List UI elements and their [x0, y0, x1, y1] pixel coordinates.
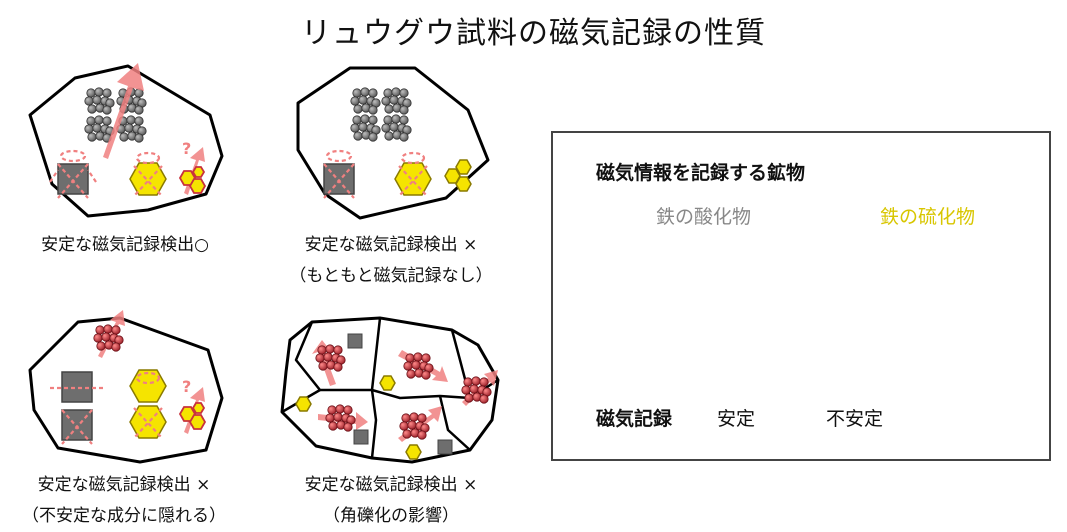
sulfide-hexagon [129, 369, 167, 403]
small-sulfide-hexagon [455, 159, 472, 175]
caption-line: 安定な磁気記録検出 × [304, 235, 478, 255]
legend-oxide-label: 鉄の酸化物 [656, 206, 752, 228]
caption-line: （不安定な成分に隠れる） [22, 506, 226, 526]
panel-3-grain [28, 310, 224, 464]
caption-line: （角礫化の影響） [323, 506, 459, 526]
small-sulfide-hexagon [444, 168, 461, 184]
panel-4-grain [280, 316, 500, 464]
legend-box [551, 131, 1051, 461]
panel-1-grain [28, 63, 224, 218]
panel-1-caption: 安定な磁気記録検出○ [10, 230, 240, 255]
diagram-title: リュウグウ試料の磁気記録の性質 [301, 16, 766, 51]
small-sulfide-hexagon [455, 176, 472, 192]
question-mark: ? [182, 377, 191, 396]
legend-magnetic-record-label: 磁気記録 [596, 408, 673, 430]
red-framboid-cluster [93, 324, 124, 352]
caption-line: 安定な磁気記録検出 × [37, 475, 211, 495]
small-sulfide-hexagon [188, 414, 207, 430]
oxide-square [323, 163, 355, 195]
oxide-square [353, 429, 369, 445]
unstable-mark-icon [398, 151, 428, 197]
unstable-mark-icon [50, 386, 104, 445]
unstable-mark-icon [133, 151, 163, 197]
panel-3-caption: 安定な磁気記録検出 × （不安定な成分に隠れる） [4, 470, 244, 526]
legend-sulfide-label: 鉄の硫化物 [880, 206, 976, 228]
legend-unstable-label: 不安定 [826, 408, 884, 430]
small-sulfide-hexagon [405, 444, 422, 460]
oxide-square [57, 163, 89, 195]
unstable-mark-icon [133, 371, 163, 439]
small-sulfide-hexagon [191, 402, 206, 414]
stable-arrow-icon [103, 63, 144, 159]
oxide-square [347, 333, 363, 349]
small-sulfide-hexagon [178, 406, 197, 422]
panel-2-caption: 安定な磁気記録検出 × （もともと磁気記録なし） [266, 230, 516, 286]
small-sulfide-hexagon [191, 166, 206, 178]
unstable-mark-icon [49, 149, 97, 199]
small-sulfide-hexagon [188, 178, 207, 194]
caption-line: 安定な磁気記録検出 × [304, 475, 478, 495]
oxide-square [437, 439, 453, 455]
oxide-square [61, 409, 93, 441]
small-sulfide-hexagon [295, 396, 312, 412]
legend-stable-label: 安定 [717, 408, 756, 430]
legend-heading: 磁気情報を記録する鉱物 [596, 162, 806, 184]
panel-2-grain [296, 66, 490, 220]
small-sulfide-hexagon [379, 375, 396, 391]
panel-4-caption: 安定な磁気記録検出 × （角礫化の影響） [266, 470, 516, 526]
caption-line: 安定な磁気記録検出○ [41, 235, 209, 255]
small-sulfide-hexagon [178, 170, 197, 186]
question-mark: ? [182, 139, 191, 158]
unstable-mark-icon [323, 149, 355, 199]
caption-line: （もともと磁気記録なし） [289, 266, 493, 286]
